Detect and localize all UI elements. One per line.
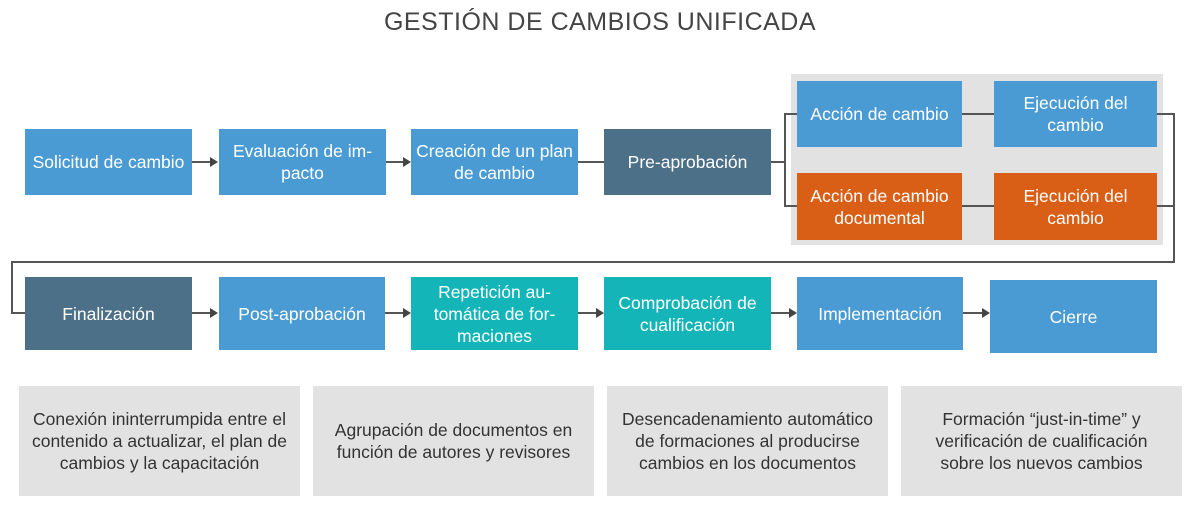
connector bbox=[784, 205, 797, 207]
step-post-aprobacion: Post-aprobación bbox=[219, 277, 385, 350]
step-ejecucion-cambio: Ejecución del cambio bbox=[994, 81, 1157, 147]
connector bbox=[578, 161, 604, 163]
return-connector bbox=[11, 261, 1175, 263]
arrow-icon bbox=[210, 308, 218, 318]
step-evaluacion: Evaluación de im-pacto bbox=[219, 129, 386, 195]
note-desencadenamiento: Desencadenamiento automático de formacio… bbox=[607, 386, 888, 496]
step-finalizacion: Finalización bbox=[25, 277, 192, 350]
step-creacion-plan: Creación de un plan de cambio bbox=[411, 129, 578, 195]
note-formacion: Formación “just-in-time” y verificación … bbox=[901, 386, 1182, 496]
step-pre-aprobacion: Pre-aprobación bbox=[604, 129, 771, 195]
connector bbox=[1173, 113, 1175, 263]
step-comprobacion-cualificacion: Comprobación de cualificación bbox=[604, 277, 771, 350]
arrow-icon bbox=[982, 308, 990, 318]
connector bbox=[578, 312, 596, 314]
connector bbox=[784, 113, 797, 115]
connector bbox=[1157, 113, 1174, 115]
connector bbox=[963, 312, 982, 314]
connector bbox=[385, 312, 403, 314]
return-connector bbox=[11, 312, 25, 314]
connector bbox=[386, 161, 403, 163]
diagram-title: GESTIÓN DE CAMBIOS UNIFICADA bbox=[383, 8, 817, 36]
note-agrupacion: Agrupación de documentos en función de a… bbox=[313, 386, 594, 496]
step-accion-cambio: Acción de cambio bbox=[797, 81, 962, 147]
note-conexion: Conexión ininterrumpida entre el conteni… bbox=[19, 386, 300, 496]
connector bbox=[771, 161, 785, 163]
step-repeticion-formaciones: Repetición au-tomática de for-maciones bbox=[411, 277, 578, 350]
step-cierre: Cierre bbox=[990, 280, 1157, 353]
arrow-icon bbox=[596, 308, 604, 318]
return-connector bbox=[11, 261, 13, 314]
connector bbox=[1157, 205, 1174, 207]
connector bbox=[771, 312, 789, 314]
step-ejecucion-documental: Ejecución del cambio bbox=[994, 173, 1157, 240]
connector bbox=[962, 113, 994, 115]
step-implementacion: Implementación bbox=[797, 277, 963, 350]
step-solicitud: Solicitud de cambio bbox=[25, 129, 192, 195]
arrow-icon bbox=[210, 157, 218, 167]
step-accion-documental: Acción de cambio documental bbox=[797, 173, 962, 240]
arrow-icon bbox=[789, 308, 797, 318]
connector bbox=[784, 113, 786, 206]
arrow-icon bbox=[403, 157, 411, 167]
arrow-icon bbox=[403, 308, 411, 318]
connector bbox=[192, 312, 210, 314]
connector bbox=[962, 205, 994, 207]
connector bbox=[192, 161, 210, 163]
